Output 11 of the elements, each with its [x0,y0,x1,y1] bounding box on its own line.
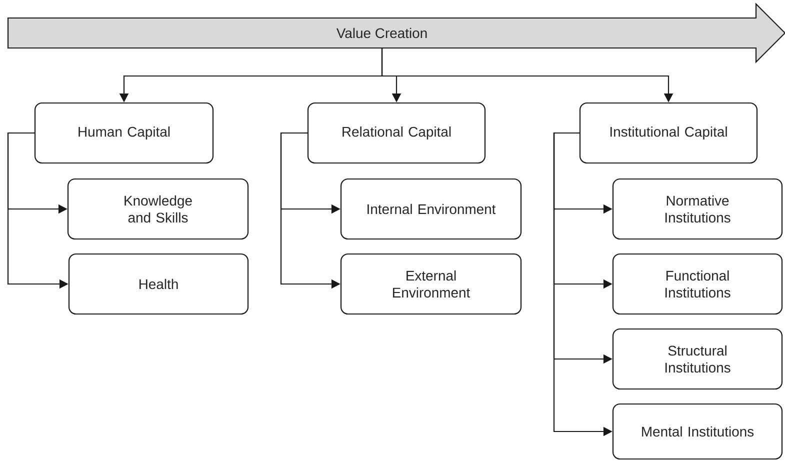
capital-box: Health [68,253,249,315]
capital-box: External Environment [340,253,522,315]
capital-box: Internal Environment [340,178,522,240]
capital-box: Functional Institutions [612,253,783,315]
capital-box: Knowledge and Skills [67,178,249,240]
capital-box: Normative Institutions [612,178,783,240]
capital-box: Relational Capital [307,102,486,164]
capital-box: Structural Institutions [612,328,783,390]
capital-box: Institutional Capital [579,102,758,164]
capital-box: Mental Institutions [612,403,783,460]
capital-box: Human Capital [34,102,214,164]
